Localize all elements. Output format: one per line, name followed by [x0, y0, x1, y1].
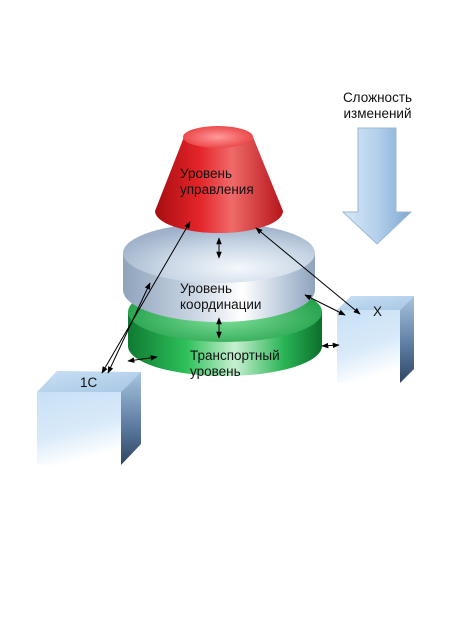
complexity-label: Сложность изменений: [330, 90, 425, 122]
cube-x-label: X: [373, 304, 383, 319]
cube-1c-label: 1С: [80, 375, 98, 390]
complexity-arrow: [341, 127, 413, 245]
coordination-layer-label-line1: Уровень: [180, 281, 233, 296]
arrow-coordination-1c: [107, 282, 151, 374]
arrow-coordination-x: [304, 294, 346, 316]
connection-arrows: [101, 221, 361, 374]
control-layer: [155, 126, 283, 233]
arrow-transport-1c: [127, 355, 158, 363]
complexity-label-line2: изменений: [343, 106, 412, 121]
cube-1c: [37, 371, 141, 465]
complexity-label-line1: Сложность: [342, 90, 413, 105]
coordination-layer-label-line2: координации: [180, 297, 262, 312]
control-layer-label: Уровень управления: [180, 166, 254, 198]
coordination-layer-label: Уровень координации: [180, 281, 261, 313]
arrow-transport-x: [321, 342, 340, 349]
control-layer-label-line2: управления: [180, 182, 254, 197]
control-layer-label-line1: Уровень: [180, 166, 233, 181]
transport-layer-label: Транспортный уровень: [190, 348, 280, 380]
transport-layer-label-line1: Транспортный: [190, 348, 280, 363]
transport-layer-label-line2: уровень: [190, 364, 241, 379]
